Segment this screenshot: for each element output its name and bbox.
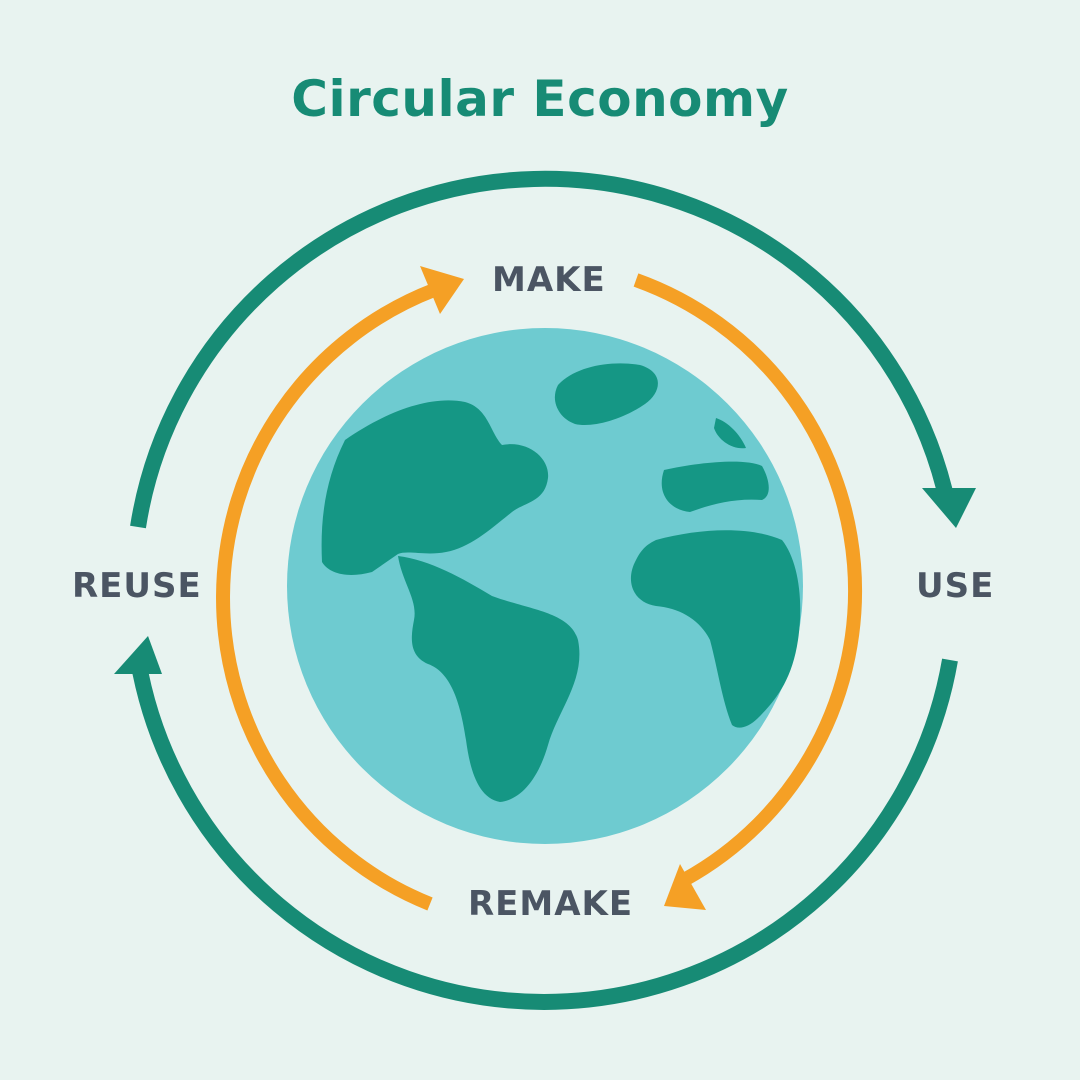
inner-arrowheads (420, 266, 706, 910)
stage-label-use: USE (916, 566, 995, 606)
outer-cycle (130, 170, 958, 1010)
stage-label-reuse: REUSE (72, 566, 202, 606)
inner-arrow-make-to-remake (633, 273, 863, 887)
diagram-title: Circular Economy (291, 70, 789, 128)
outer-arrow-reuse-to-use (130, 170, 956, 529)
outer-arrowhead-use (922, 488, 976, 528)
outer-arrow-use-to-reuse (130, 658, 958, 1010)
inner-cycle (216, 273, 863, 911)
globe-icon (287, 328, 803, 844)
stage-label-remake: REMAKE (468, 884, 634, 924)
inner-arrowhead-make (420, 266, 464, 314)
outer-arrowhead-reuse (114, 636, 162, 674)
inner-arrow-remake-to-make (216, 283, 437, 911)
outer-arrowheads (114, 488, 976, 674)
inner-arrowhead-remake (664, 864, 706, 910)
stage-label-make: MAKE (492, 260, 606, 300)
